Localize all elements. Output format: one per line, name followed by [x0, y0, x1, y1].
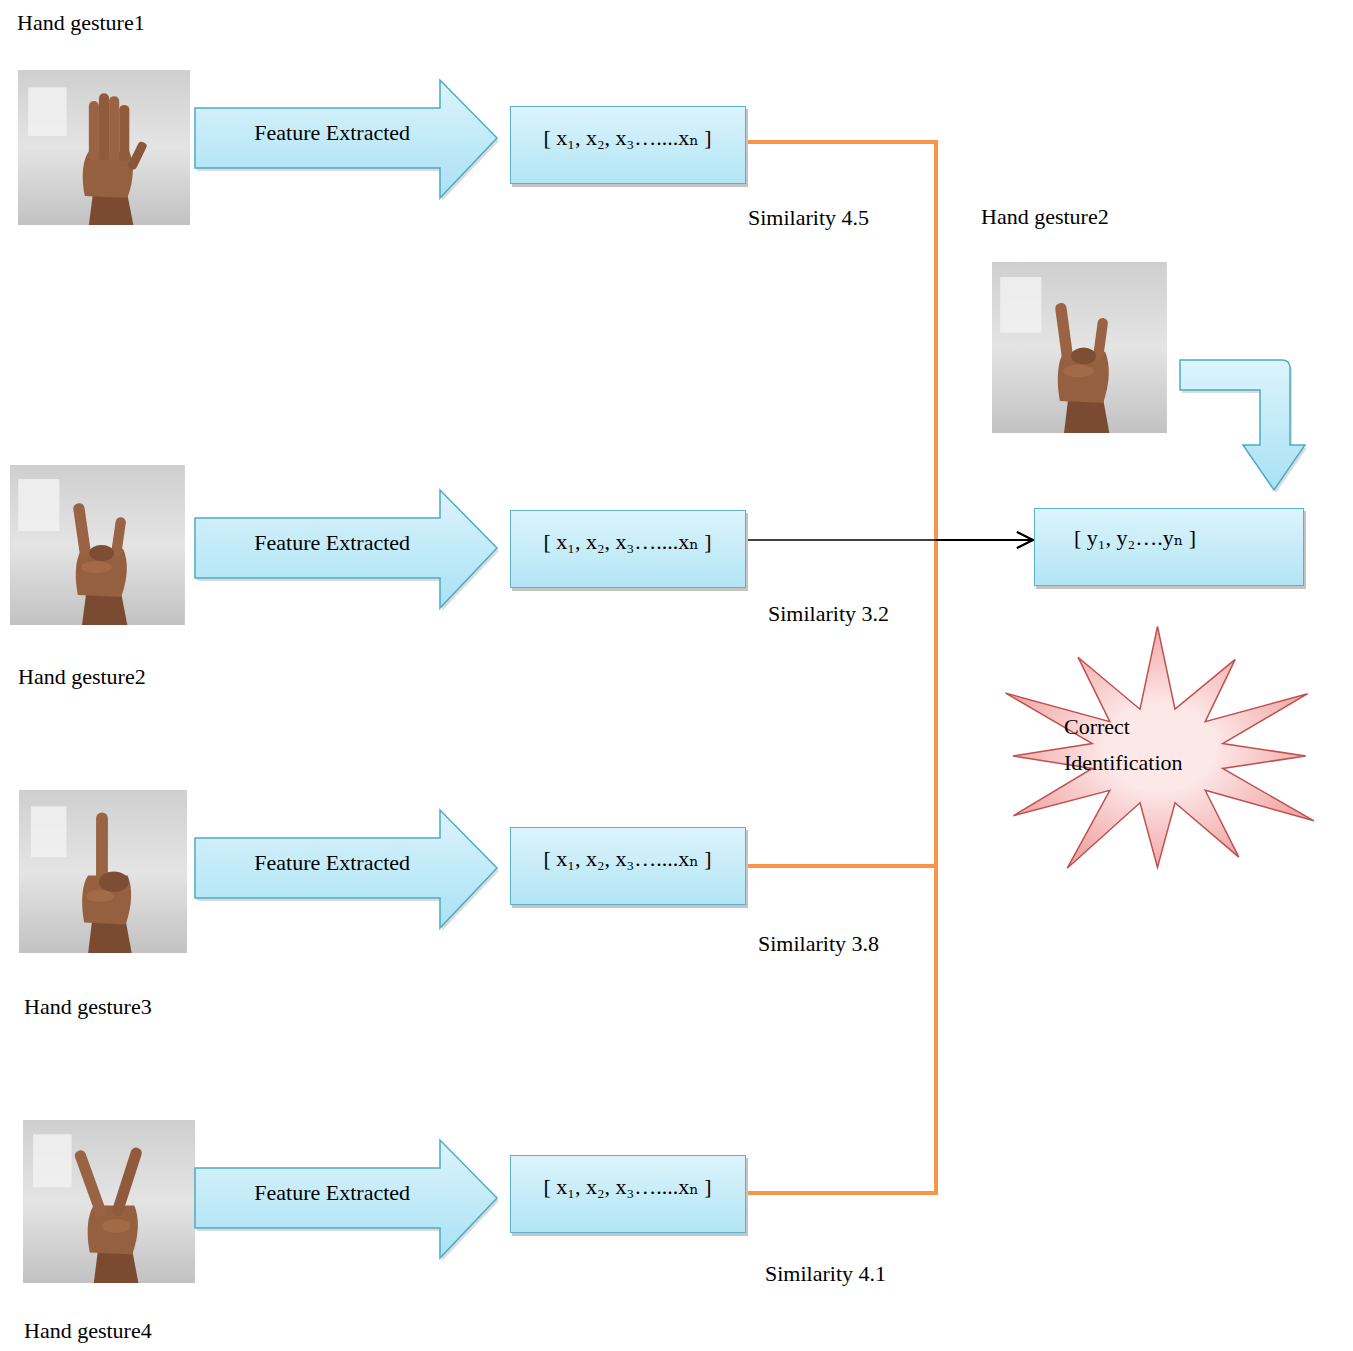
arrow-body — [195, 80, 497, 198]
hand-knuckles — [99, 872, 129, 892]
gesture-caption: Hand gesture3 — [24, 994, 152, 1019]
vector-text: [ y₁, y₂….yₙ ] — [1074, 525, 1196, 550]
comparison-line — [746, 532, 1034, 1193]
arrow-text: Feature Extracted — [254, 530, 410, 555]
hand-thumb — [86, 890, 114, 902]
hand-thumb — [102, 1219, 130, 1233]
hand-arm — [94, 1250, 139, 1283]
hand-arm — [88, 920, 131, 953]
gesture-caption: Hand gesture1 — [17, 10, 145, 35]
hand-photo — [18, 70, 190, 225]
hand-thumb — [1063, 365, 1094, 378]
comparison-line — [746, 142, 1034, 548]
hand-knuckles — [1071, 348, 1096, 365]
hand-finger — [1055, 302, 1074, 361]
similarity-score: Similarity 4.5 — [748, 205, 869, 230]
hand-finger — [89, 101, 99, 161]
hand-photo — [23, 1120, 195, 1283]
hand-arm — [82, 593, 127, 625]
hand-finger — [109, 96, 119, 161]
photo-window — [28, 87, 66, 135]
match-arrow — [746, 532, 1034, 548]
arrow-text: Feature Extracted — [254, 850, 410, 875]
hand-arm — [1064, 399, 1109, 433]
hand-thumb — [127, 141, 148, 171]
photo-window — [1000, 277, 1041, 333]
photo-window — [33, 1134, 71, 1187]
photo-window — [18, 479, 59, 531]
hand-finger — [96, 812, 108, 881]
vector-box: [ x₁, x₂, x₃…....xₙ ] — [510, 510, 746, 588]
arrow-head — [1017, 532, 1033, 548]
photo-window — [31, 806, 67, 857]
arrow-body — [195, 810, 497, 928]
vector-box: [ x₁, x₂, x₃…....xₙ ] — [510, 827, 746, 905]
bent-block-arrow — [1180, 360, 1305, 490]
hand-finger — [119, 105, 129, 161]
vector-box: [ x₁, x₂, x₃…....xₙ ] — [510, 1155, 746, 1233]
similarity-score: Similarity 4.1 — [765, 1261, 886, 1286]
hand-photo — [10, 465, 185, 625]
photo-ground — [19, 790, 187, 953]
feature-arrow: Feature Extracted — [195, 80, 497, 198]
photo-ground — [18, 70, 190, 225]
hand-finger — [99, 93, 109, 161]
orange-line — [746, 142, 936, 540]
gesture-caption: Hand gesture2 — [981, 204, 1109, 229]
feature-arrow: Feature Extracted — [195, 490, 497, 608]
vector-text: [ x₁, x₂, x₃…....xₙ ] — [543, 125, 711, 150]
vector-text: [ x₁, x₂, x₃…....xₙ ] — [543, 1174, 711, 1199]
gesture-caption: Hand gesture4 — [24, 1318, 152, 1343]
hand-photo — [992, 262, 1167, 433]
hand-thumb — [81, 561, 112, 573]
photo-ground — [992, 262, 1167, 433]
vector-box: [ y₁, y₂….yₙ ] — [1034, 508, 1304, 586]
feature-arrow: Feature Extracted — [195, 810, 497, 928]
orange-line — [746, 540, 936, 866]
similarity-score: Similarity 3.8 — [758, 931, 879, 956]
hand-finger — [73, 503, 92, 558]
arrow-body — [195, 1140, 497, 1258]
orange-line — [746, 540, 936, 1193]
hand-photo — [19, 790, 187, 953]
starburst-body — [1006, 626, 1314, 868]
black-line — [746, 539, 1034, 541]
result-starburst: Correct Identification — [975, 625, 1340, 887]
burst-text: Correct Identification — [1064, 709, 1224, 781]
feature-arrow: Feature Extracted — [195, 1140, 497, 1258]
comparison-line — [746, 532, 1034, 866]
photo-ground — [10, 465, 185, 625]
arrow-text: Feature Extracted — [254, 120, 410, 145]
photo-ground — [23, 1120, 195, 1283]
vector-text: [ x₁, x₂, x₃…....xₙ ] — [543, 846, 711, 871]
hand-finger — [73, 1149, 107, 1218]
hand-finger — [111, 1146, 143, 1217]
vector-box: [ x₁, x₂, x₃…....xₙ ] — [510, 106, 746, 184]
similarity-score: Similarity 3.2 — [768, 601, 889, 626]
arrow-text: Feature Extracted — [254, 1180, 410, 1205]
vector-text: [ x₁, x₂, x₃…....xₙ ] — [543, 529, 711, 554]
arrow-body — [195, 490, 497, 608]
hand-arm — [89, 194, 134, 225]
gesture-caption: Hand gesture2 — [18, 664, 146, 689]
hand-knuckles — [89, 545, 114, 561]
